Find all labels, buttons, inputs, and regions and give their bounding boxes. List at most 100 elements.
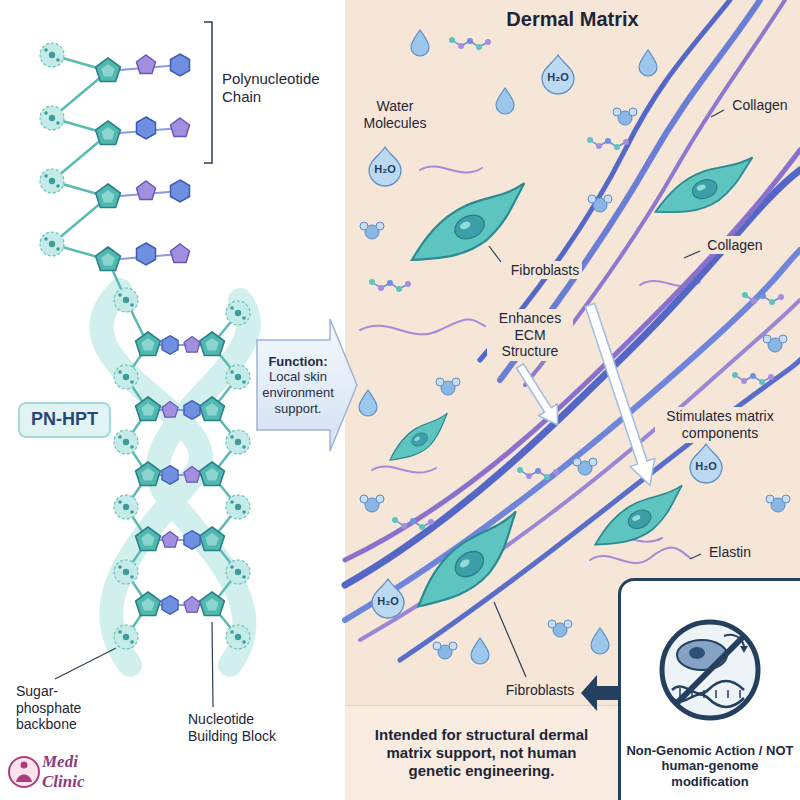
drop-label: H₂O <box>368 163 402 176</box>
base-shape <box>171 180 190 202</box>
panel-heading: Dermal Matrix <box>500 7 644 31</box>
drop-shape <box>639 50 657 76</box>
text-holder: H₂O <box>541 65 575 91</box>
text-holder: Function:Local skin environment support. <box>260 340 336 430</box>
fragment-icon <box>587 137 629 150</box>
phosphate-shape <box>226 365 250 389</box>
base-shape <box>184 337 200 353</box>
text-holder: H₂O <box>368 157 402 183</box>
sugar-shape <box>200 462 225 486</box>
phosphate-shape <box>114 625 138 649</box>
note-band: Intended for structural dermal matrix su… <box>345 705 618 800</box>
thin-fiber <box>590 547 690 563</box>
prohibition-icon <box>672 695 744 707</box>
base-shape <box>184 531 200 550</box>
water-drop: H₂O <box>368 146 402 186</box>
phosphate-shape <box>226 625 250 649</box>
molecule-icon <box>588 195 612 212</box>
drop-label: H₂O <box>371 595 405 608</box>
sugar-shape <box>136 397 161 421</box>
note-text: Intended for structural dermal matrix su… <box>359 726 604 780</box>
phosphate-shape <box>40 169 64 193</box>
phosphate-shape <box>114 288 138 312</box>
drop-label: H₂O <box>541 71 575 84</box>
molecule-icon <box>613 108 637 125</box>
drop-outline <box>372 579 404 618</box>
base-shape <box>171 118 190 137</box>
prohibition-icon <box>662 622 758 718</box>
sugar-shape <box>136 527 161 551</box>
part-label: Fibroblasts <box>508 261 582 280</box>
phosphate-shape <box>114 365 138 389</box>
drop-shape <box>591 628 609 654</box>
fragment-icon <box>732 372 774 385</box>
fiber-bundle <box>345 170 800 585</box>
sugar-shape <box>200 592 225 616</box>
prohibition-icon <box>676 636 744 704</box>
logo-mark <box>21 762 28 769</box>
leader-line <box>494 602 526 677</box>
logo-text: Medi Clinic <box>42 752 98 793</box>
drop-shape <box>411 30 429 56</box>
base-link <box>108 254 180 260</box>
base-shape <box>137 54 201 614</box>
base-link <box>148 344 212 346</box>
phosphate-shape <box>226 430 250 454</box>
cell-shape <box>587 482 695 555</box>
arrow-text: Local skin environment support. <box>260 369 336 416</box>
base-shape <box>184 467 200 483</box>
fragment-icon <box>449 37 491 50</box>
drop-shape <box>471 638 489 664</box>
cell-shape <box>383 154 763 619</box>
part-label: Collagen <box>729 96 790 115</box>
pn-box: PN-HPT <box>18 402 111 438</box>
part-label: Enhances ECM Structure <box>487 309 573 361</box>
phosphate-shape <box>114 495 138 519</box>
base-link <box>108 191 180 197</box>
base-shape <box>162 532 178 548</box>
molecule-icon <box>436 378 460 395</box>
drop-outline <box>542 55 574 94</box>
base-shape <box>171 54 190 76</box>
cell-shape <box>648 154 763 224</box>
water-drop: H₂O <box>371 578 405 618</box>
base-shape <box>162 402 178 418</box>
logo-mark <box>9 757 39 787</box>
text-holder: H₂O <box>689 454 723 480</box>
base-shape <box>162 466 178 485</box>
molecule-icon <box>763 335 787 352</box>
phosphate-shape <box>226 301 250 325</box>
base-shape <box>184 401 200 420</box>
water-drop: H₂O <box>541 54 575 94</box>
molecule-icon <box>548 620 572 637</box>
fragment-icon <box>517 467 559 480</box>
molecule-icon <box>766 495 790 512</box>
backbone-line <box>212 313 238 637</box>
prohibition-icon <box>740 646 748 653</box>
molecule-icon <box>360 495 384 512</box>
thin-fiber <box>372 467 436 473</box>
text-holder: Intended for structural dermal matrix su… <box>345 706 618 800</box>
fiber-bundle <box>345 250 800 620</box>
sugar-shape <box>136 332 161 356</box>
drop-outline <box>690 444 722 483</box>
base-shape <box>162 596 178 615</box>
leader-line <box>690 554 701 559</box>
cell-shape <box>401 179 540 274</box>
molecule-icon <box>433 642 457 659</box>
helix-ribbon <box>158 300 249 665</box>
sugar-shape <box>96 58 121 82</box>
base-link <box>108 128 180 134</box>
sugar-shape <box>200 527 225 551</box>
thin-fiber <box>420 167 482 173</box>
leader-line <box>212 622 213 707</box>
molecule-icon <box>360 108 790 659</box>
process-arrow <box>578 301 663 489</box>
molecule-icon <box>573 458 597 475</box>
sugar-shape <box>200 332 225 356</box>
base-link <box>108 65 212 605</box>
inset-box: Non-Genomic Action / NOT human-genome mo… <box>618 578 800 800</box>
arrow-outline <box>257 319 357 451</box>
prohibition-icon <box>680 688 740 700</box>
